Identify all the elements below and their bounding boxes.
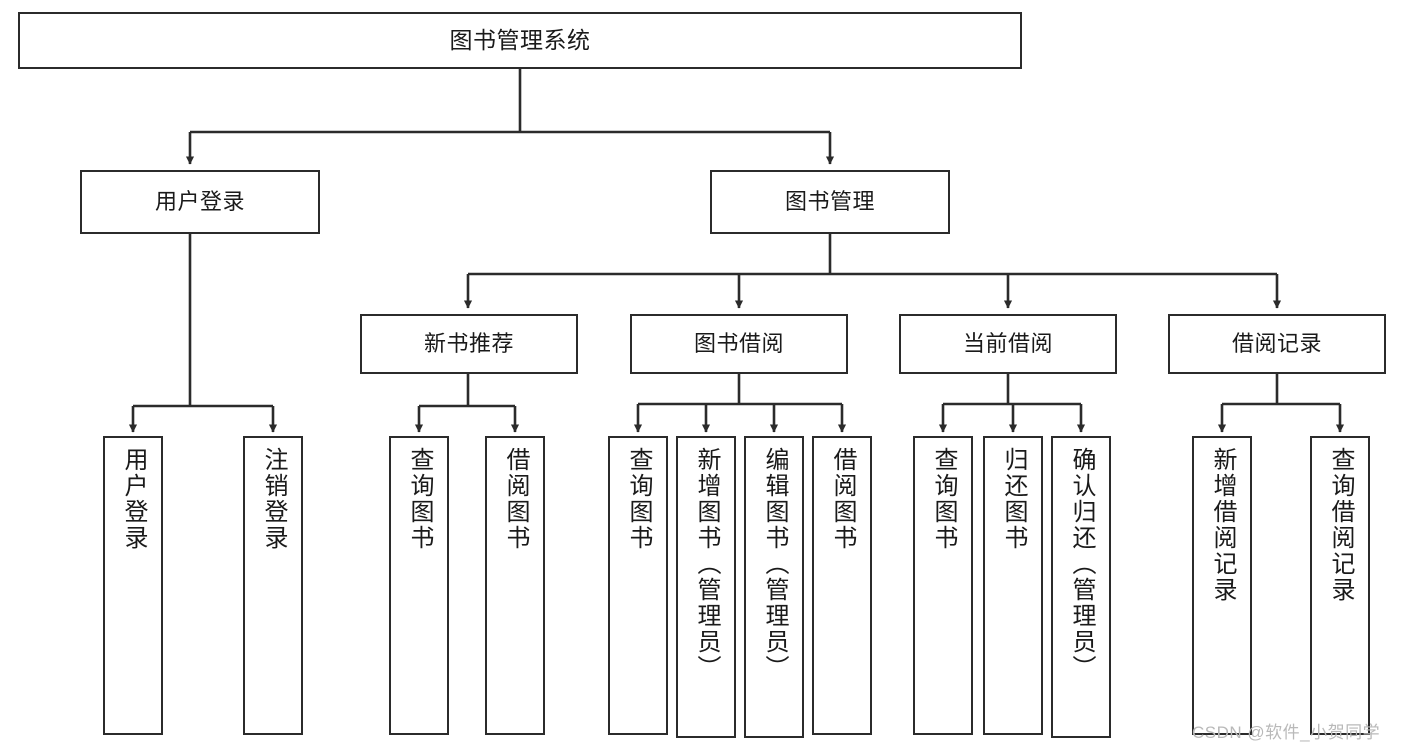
node-borrow-record[interactable]: 借阅记录 <box>1168 314 1386 374</box>
node-label: 用户登录 <box>120 447 147 551</box>
leaf-query-book-current[interactable]: 查询图书 <box>913 436 973 735</box>
node-label: 注销登录 <box>260 447 287 551</box>
leaf-add-borrow-record[interactable]: 新增借阅记录 <box>1192 436 1252 735</box>
node-new-book-recommend[interactable]: 新书推荐 <box>360 314 578 374</box>
node-label: 图书管理系统 <box>449 26 591 53</box>
leaf-edit-book-admin[interactable]: 编辑图书（管理员） <box>744 436 804 738</box>
node-label: 查询图书 <box>930 447 957 551</box>
node-label: 编辑图书（管理员） <box>761 447 788 681</box>
leaf-logout[interactable]: 注销登录 <box>243 436 303 735</box>
leaf-borrow-book-recommend[interactable]: 借阅图书 <box>485 436 545 735</box>
node-current-borrow[interactable]: 当前借阅 <box>899 314 1117 374</box>
node-label: 归还图书 <box>1000 447 1027 551</box>
node-label: 查询借阅记录 <box>1327 447 1354 603</box>
node-label: 用户登录 <box>154 188 245 214</box>
node-label: 图书管理 <box>784 188 875 214</box>
node-label: 新增借阅记录 <box>1209 447 1236 603</box>
node-label: 借阅图书 <box>829 447 856 551</box>
node-label: 查询图书 <box>625 447 652 551</box>
leaf-query-book-borrow[interactable]: 查询图书 <box>608 436 668 735</box>
leaf-borrow-book[interactable]: 借阅图书 <box>812 436 872 735</box>
leaf-user-login[interactable]: 用户登录 <box>103 436 163 735</box>
node-book-management[interactable]: 图书管理 <box>710 170 950 234</box>
node-book-borrow[interactable]: 图书借阅 <box>630 314 848 374</box>
leaf-return-book[interactable]: 归还图书 <box>983 436 1043 735</box>
node-label: 图书借阅 <box>693 330 784 356</box>
node-root-system[interactable]: 图书管理系统 <box>18 12 1022 69</box>
leaf-confirm-return-admin[interactable]: 确认归还（管理员） <box>1051 436 1111 738</box>
leaf-query-borrow-record[interactable]: 查询借阅记录 <box>1310 436 1370 735</box>
csdn-watermark: CSDN @软件_小贺同学 <box>1192 723 1381 742</box>
node-label: 新增图书（管理员） <box>693 447 720 681</box>
node-label: 确认归还（管理员） <box>1068 447 1095 681</box>
node-label: 借阅记录 <box>1231 330 1322 356</box>
node-label: 新书推荐 <box>423 330 514 356</box>
leaf-add-book-admin[interactable]: 新增图书（管理员） <box>676 436 736 738</box>
node-user-login[interactable]: 用户登录 <box>80 170 320 234</box>
node-label: 借阅图书 <box>502 447 529 551</box>
leaf-query-book-recommend[interactable]: 查询图书 <box>389 436 449 735</box>
node-label: 查询图书 <box>406 447 433 551</box>
node-label: 当前借阅 <box>962 330 1053 356</box>
